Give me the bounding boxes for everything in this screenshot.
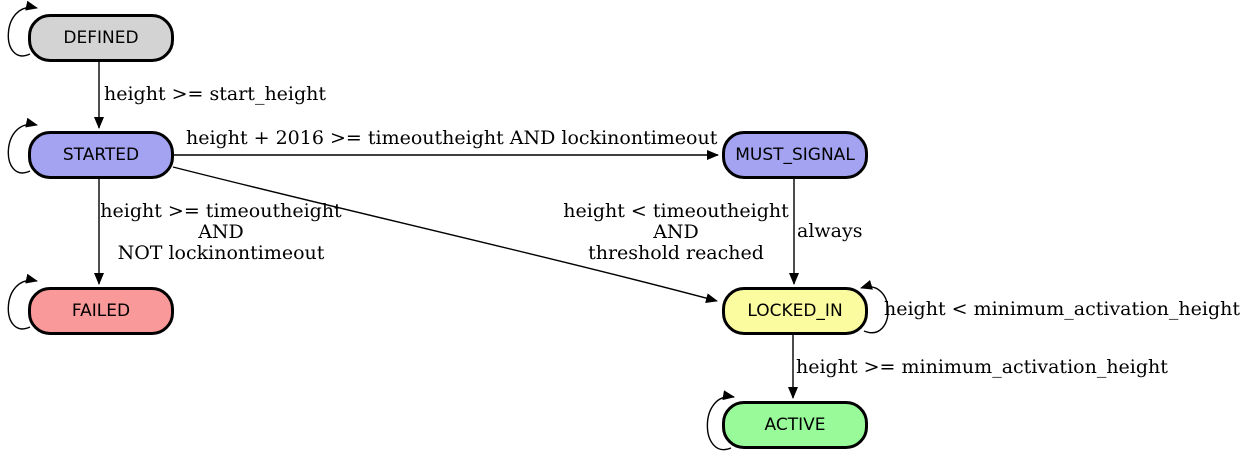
edge-locked-in-self-loop <box>860 280 889 334</box>
node-failed: FAILED <box>28 287 174 335</box>
edge-label-started-to-must-signal: height + 2016 >= timeoutheight AND locki… <box>186 127 718 149</box>
node-active: ACTIVE <box>722 401 868 449</box>
node-must-signal: MUST_SIGNAL <box>722 131 868 179</box>
node-started: STARTED <box>28 131 174 179</box>
node-defined-label: DEFINED <box>63 28 139 48</box>
edge-active-self-loop <box>706 390 735 451</box>
node-active-label: ACTIVE <box>764 415 826 435</box>
edge-label-started-to-failed: height >= timeoutheight AND NOT lockinon… <box>100 200 342 264</box>
node-locked-in-label: LOCKED_IN <box>747 301 843 321</box>
node-failed-label: FAILED <box>71 301 131 321</box>
node-defined: DEFINED <box>28 14 174 62</box>
edge-failed-self-loop <box>7 273 38 330</box>
node-locked-in: LOCKED_IN <box>722 287 868 335</box>
node-started-label: STARTED <box>62 145 140 165</box>
edge-label-defined-to-started: height >= start_height <box>104 83 327 105</box>
edge-label-locked-in-to-active: height >= minimum_activation_height <box>796 356 1168 378</box>
edge-label-must-signal-to-locked-in: always <box>797 220 863 242</box>
edge-label-locked-in-self-loop: height < minimum_activation_height <box>884 298 1240 320</box>
node-must-signal-label: MUST_SIGNAL <box>735 145 855 165</box>
edge-defined-self-loop <box>7 0 38 57</box>
edge-label-started-to-locked-in: height < timeoutheight AND threshold rea… <box>563 200 789 264</box>
edge-started-to-locked-in <box>172 166 718 303</box>
edge-started-self-loop <box>7 117 38 174</box>
